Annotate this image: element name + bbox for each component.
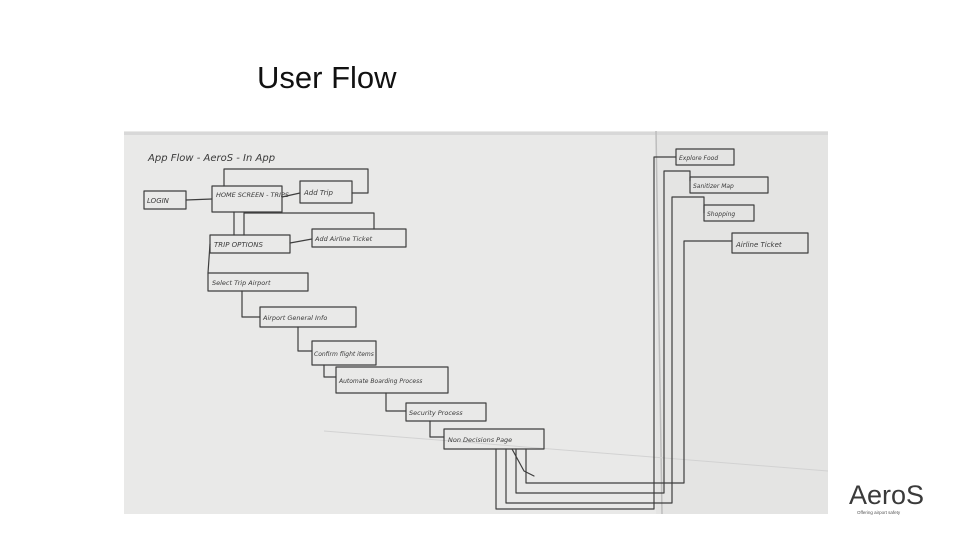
whiteboard-sketch: App Flow - AeroS - In App LOGIN HOME SCR… — [124, 131, 828, 514]
route-to-sanitizer — [515, 170, 691, 494]
arrow-security-nondecisions — [429, 420, 445, 438]
sketch-heading: App Flow - AeroS - In App — [147, 153, 275, 164]
node-box-non-decisions — [443, 428, 545, 450]
arrow-tripoptions-addticket — [289, 238, 313, 244]
label-trip-options: TRIP OPTIONS — [214, 241, 263, 249]
label-automate-boarding: Automate Boarding Process — [338, 378, 422, 385]
logo-tagline: Offering airport safety — [857, 510, 901, 515]
label-sanitizer-map: Sanitizer Map — [693, 183, 734, 190]
paper-right-sheet — [656, 131, 828, 514]
route-to-shopping — [505, 196, 705, 504]
arrow-options-select — [207, 243, 211, 274]
binder-holes — [124, 132, 828, 135]
node-box-select-trip-airport — [207, 272, 309, 292]
label-explore-food: Explore Food — [679, 155, 718, 162]
node-box-sanitizer-map — [689, 176, 769, 194]
label-add-trip: Add Trip — [303, 189, 333, 197]
node-box-security-process — [405, 402, 487, 422]
route-to-explore-food — [495, 156, 677, 510]
node-box-confirm-flight — [311, 340, 377, 366]
label-security-process: Security Process — [409, 409, 463, 417]
loop-options-top — [243, 212, 375, 236]
arrow-login-home — [185, 198, 213, 201]
route-scribble — [511, 448, 535, 477]
arrow-confirm-automate — [323, 364, 337, 378]
label-non-decisions: Non Decisions Page — [448, 436, 512, 444]
arrow-select-info — [241, 290, 261, 318]
label-shopping: Shopping — [707, 211, 735, 218]
label-home: HOME SCREEN - TRIPS — [216, 191, 289, 199]
label-airline-ticket: Airline Ticket — [735, 241, 782, 249]
arrow-info-confirm — [297, 326, 313, 352]
slide-title: User Flow — [257, 60, 397, 95]
fold-line-vertical — [655, 131, 663, 514]
node-box-add-trip — [299, 180, 353, 204]
label-select-trip-airport: Select Trip Airport — [212, 279, 271, 287]
label-add-airline-ticket: Add Airline Ticket — [314, 235, 373, 243]
label-login: LOGIN — [147, 197, 170, 205]
loop-home-top — [223, 168, 369, 194]
arrow-home-addtrip — [281, 192, 301, 198]
label-confirm-flight: Confirm flight items — [314, 351, 374, 358]
node-box-automate-boarding — [335, 366, 449, 394]
arrow-automate-security — [385, 392, 407, 412]
aeros-logo: AeroS Offering airport safety — [849, 480, 929, 520]
logo-wordmark: AeroS — [849, 480, 925, 510]
label-airport-general-info: Airport General Info — [262, 314, 327, 322]
fold-line-diagonal — [323, 430, 828, 472]
node-box-add-airline-ticket — [311, 228, 407, 248]
node-box-airline-ticket — [731, 232, 809, 254]
